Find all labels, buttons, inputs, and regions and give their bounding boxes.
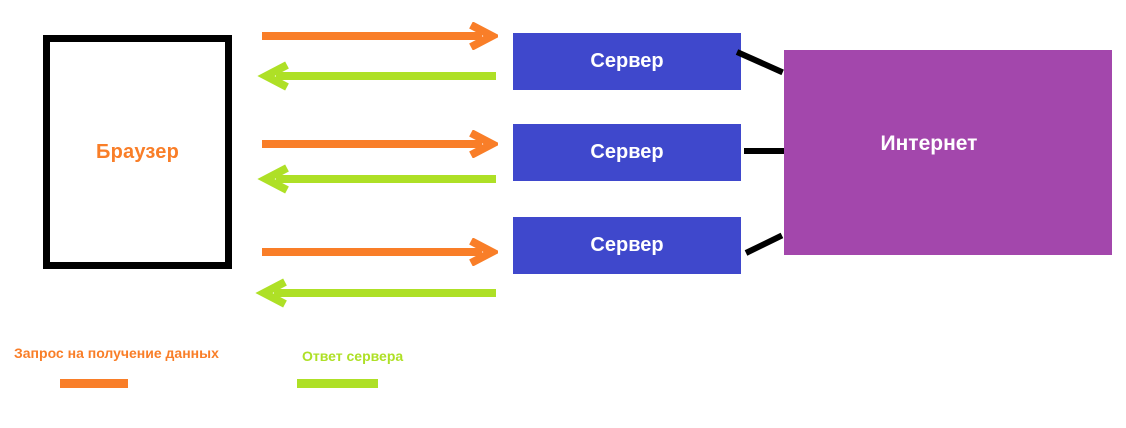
browser-box: Браузер	[43, 35, 232, 269]
legend-response-label: Ответ сервера	[302, 348, 404, 364]
request-arrow-1	[258, 22, 498, 50]
browser-label: Браузер	[96, 140, 179, 163]
legend-item-request: Запрос на получение данных	[14, 345, 219, 388]
response-arrow-1	[256, 61, 500, 91]
server-label: Сервер	[590, 141, 664, 163]
response-arrow-3	[254, 278, 500, 308]
connector-line-2	[744, 148, 784, 154]
internet-label: Интернет	[880, 132, 978, 155]
connector-line-1	[735, 49, 784, 76]
server-box-1: Сервер	[513, 33, 741, 90]
legend-request-label: Запрос на получение данных	[14, 345, 219, 361]
server-label: Сервер	[590, 234, 664, 256]
legend-response-swatch	[297, 379, 378, 388]
server-box-2: Сервер	[513, 124, 741, 181]
legend-request-swatch	[60, 379, 128, 388]
connector-line-3	[744, 232, 784, 256]
internet-box: Интернет	[784, 50, 1112, 255]
server-box-3: Сервер	[513, 217, 741, 274]
server-label: Сервер	[590, 50, 664, 72]
request-arrow-2	[258, 130, 498, 158]
request-arrow-3	[258, 238, 498, 266]
legend-item-response: Ответ сервера	[297, 348, 404, 388]
response-arrow-2	[256, 164, 500, 194]
